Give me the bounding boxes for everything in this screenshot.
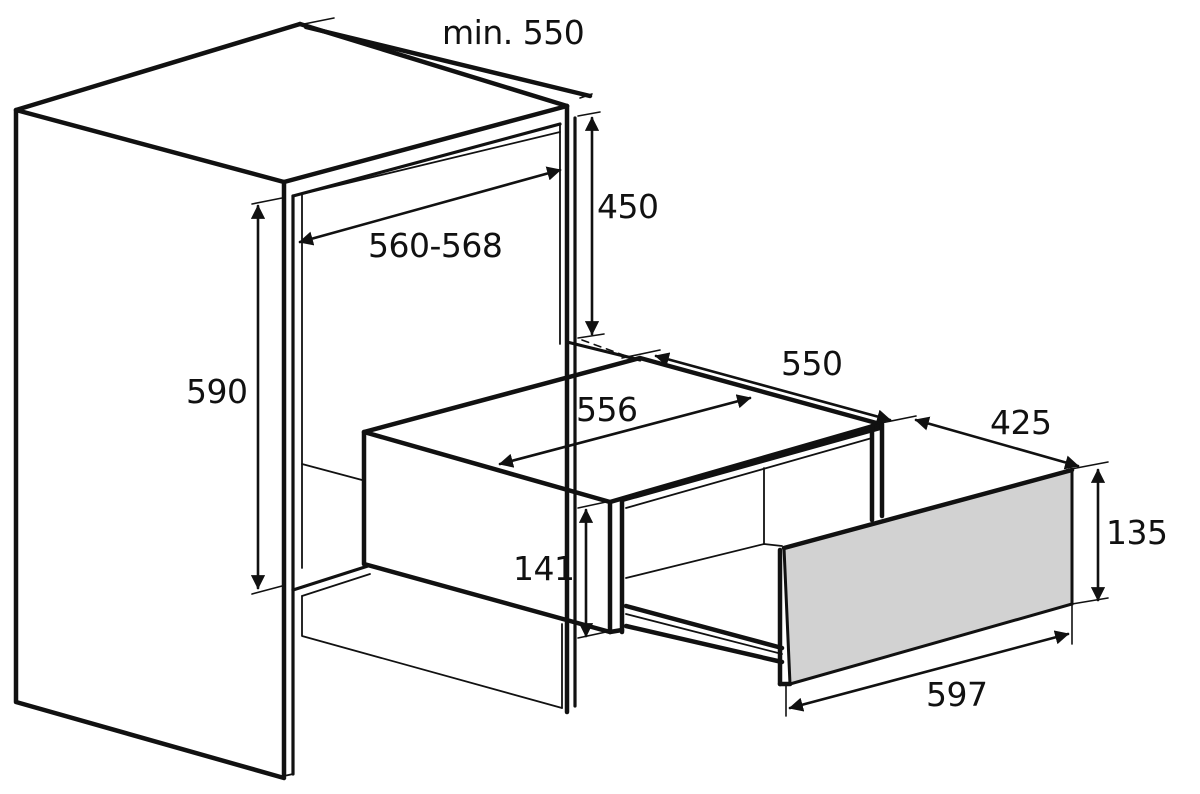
label-front-height: 135 <box>1106 513 1168 552</box>
label-front-width: 597 <box>926 675 988 714</box>
label-drawer-extension: 425 <box>990 403 1052 442</box>
drawer-front <box>777 467 1075 687</box>
label-appliance-width: 556 <box>576 390 638 429</box>
label-cabinet-depth: min. 550 <box>442 13 585 52</box>
label-appliance-depth: 550 <box>781 344 843 383</box>
label-niche-height: 590 <box>186 372 248 411</box>
label-niche-width: 560-568 <box>368 226 503 265</box>
cabinet <box>13 21 642 781</box>
label-upper-clearance: 450 <box>597 187 659 226</box>
label-appliance-niche-height: 141 <box>513 549 575 588</box>
dimension-lines <box>250 17 1109 717</box>
